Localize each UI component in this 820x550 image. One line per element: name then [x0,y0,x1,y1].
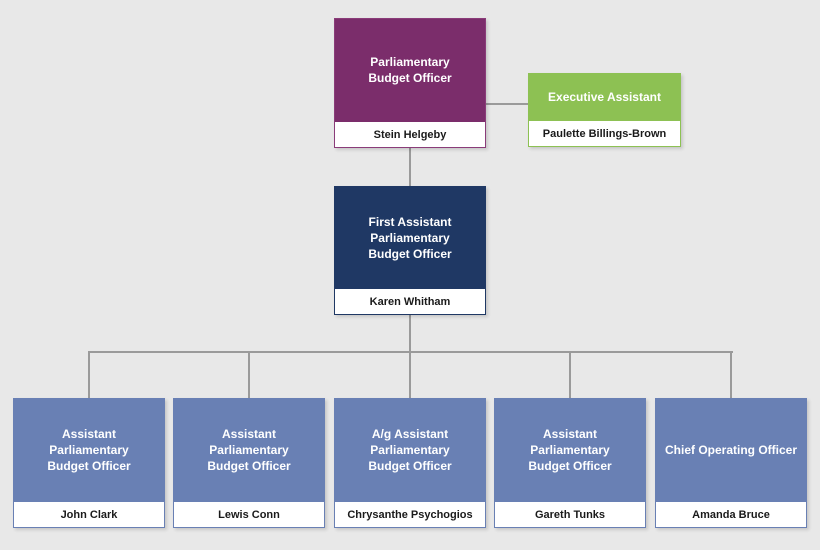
node-title: Assistant Parliamentary Budget Officer [207,427,291,473]
connector-bus-to-unit-3 [409,351,411,398]
node-unit-5[interactable]: Chief Operating Officer Amanda Bruce [655,398,807,528]
node-title: Chief Operating Officer [664,443,798,457]
connector-bus-to-unit-5 [730,351,732,398]
connector-pbo-to-first-assistant [409,148,411,186]
node-person-name: Chrysanthe Psychogios [335,501,485,527]
node-title: Parliamentary Budget Officer [368,55,452,85]
node-title: First Assistant Parliamentary Budget Off… [368,214,452,261]
node-person-name: Amanda Bruce [656,501,806,527]
node-parliamentary-budget-officer[interactable]: Parliamentary Budget Officer Stein Helge… [334,18,486,148]
connector-pbo-to-executive-assistant [486,103,528,105]
connector-horizontal-bus [89,351,733,353]
connector-bus-to-unit-2 [248,351,250,398]
node-unit-2[interactable]: Assistant Parliamentary Budget Officer L… [173,398,325,528]
node-title: Executive Assistant [548,90,661,104]
node-executive-assistant[interactable]: Executive Assistant Paulette Billings-Br… [528,73,681,147]
node-unit-3[interactable]: A/g Assistant Parliamentary Budget Offic… [334,398,486,528]
node-unit-1[interactable]: Assistant Parliamentary Budget Officer J… [13,398,165,528]
node-first-assistant-parliamentary-budget-officer[interactable]: First Assistant Parliamentary Budget Off… [334,186,486,315]
node-person-name: Stein Helgeby [335,121,485,147]
node-title: Assistant Parliamentary Budget Officer [528,427,612,473]
connector-bus-to-unit-4 [569,351,571,398]
connector-bus-to-unit-1 [88,351,90,398]
node-person-name: John Clark [14,501,164,527]
node-title: A/g Assistant Parliamentary Budget Offic… [368,427,452,473]
node-person-name: Paulette Billings-Brown [529,120,680,146]
node-person-name: Gareth Tunks [495,501,645,527]
node-unit-4[interactable]: Assistant Parliamentary Budget Officer G… [494,398,646,528]
connector-first-assistant-to-bus [409,315,411,353]
node-person-name: Lewis Conn [174,501,324,527]
node-person-name: Karen Whitham [335,288,485,314]
node-title: Assistant Parliamentary Budget Officer [47,427,131,473]
